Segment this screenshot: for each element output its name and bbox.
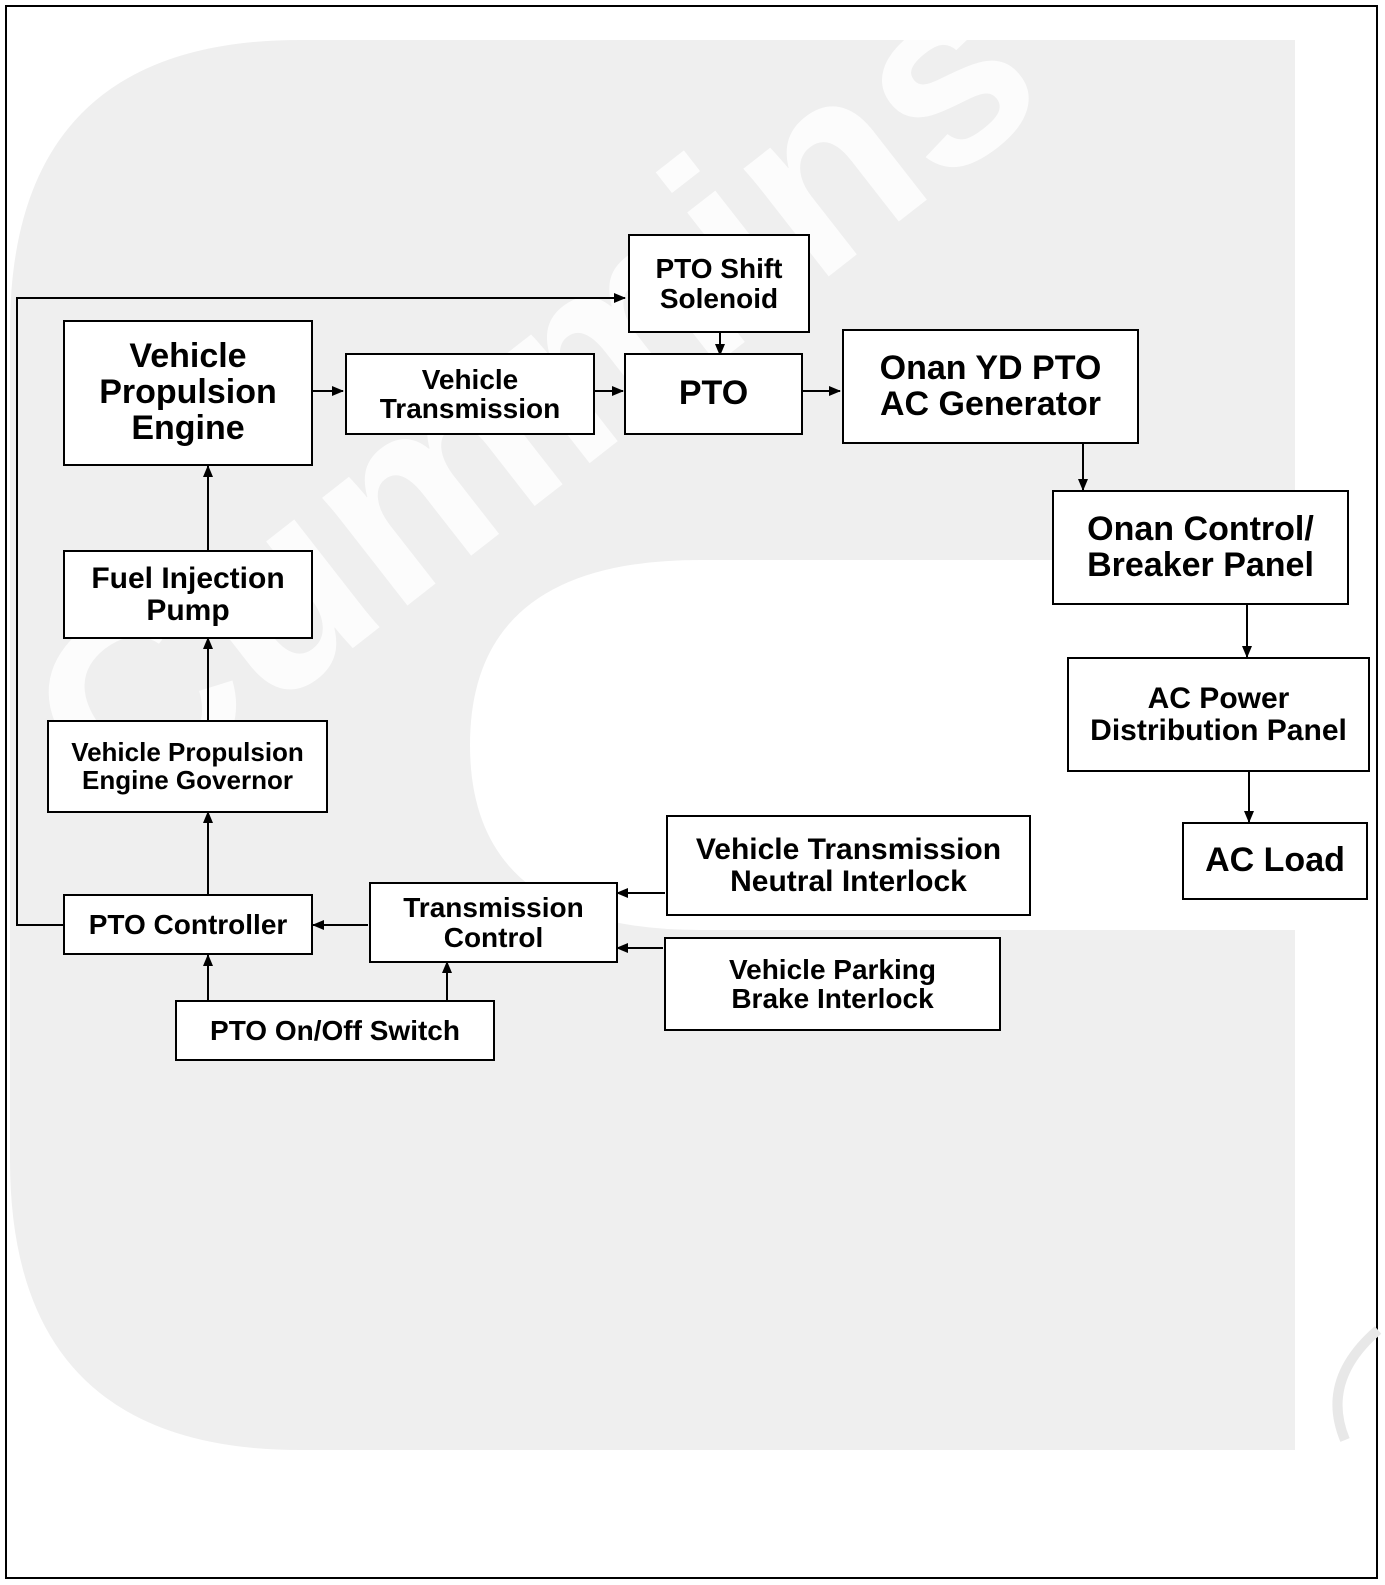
vehicle-transmission-block: Vehicle Transmission — [345, 353, 595, 435]
neutral-interlock-block: Vehicle Transmission Neutral Interlock — [666, 815, 1031, 916]
transmission-control-label: Transmission Control — [403, 892, 584, 953]
arrow-controller-to-shift-solenoid — [16, 293, 626, 926]
parking-brake-interlock-label: Vehicle Parking Brake Interlock — [729, 953, 936, 1014]
ac-load-label: AC Load — [1205, 841, 1345, 880]
pto-onoff-switch-label: PTO On/Off Switch — [210, 1014, 460, 1046]
transmission-control-block: Transmission Control — [369, 882, 618, 963]
fuel-injection-pump-block: Fuel Injection Pump — [63, 550, 313, 639]
ac-power-distribution-panel-block: AC Power Distribution Panel — [1067, 657, 1370, 772]
engine-governor-block: Vehicle Propulsion Engine Governor — [47, 720, 328, 813]
pto-controller-block: PTO Controller — [63, 894, 313, 955]
pto-shift-solenoid-block: PTO Shift Solenoid — [628, 234, 810, 333]
pto-block: PTO — [624, 353, 803, 435]
onan-generator-block: Onan YD PTO AC Generator — [842, 329, 1139, 444]
pto-shift-solenoid-label: PTO Shift Solenoid — [655, 253, 783, 314]
vehicle-transmission-label: Vehicle Transmission — [379, 363, 561, 424]
vehicle-propulsion-engine-label: Vehicle Propulsion Engine — [99, 337, 277, 447]
pto-controller-label: PTO Controller — [88, 908, 288, 940]
onan-generator-label: Onan YD PTO AC Generator — [879, 348, 1102, 423]
onan-control-breaker-panel-label: Onan Control/ Breaker Panel — [1087, 509, 1314, 584]
ac-power-distribution-panel-label: AC Power Distribution Panel — [1090, 682, 1347, 747]
vehicle-propulsion-engine-block: Vehicle Propulsion Engine — [63, 320, 313, 466]
engine-governor-label: Vehicle Propulsion Engine Governor — [71, 737, 304, 795]
onan-control-breaker-panel-block: Onan Control/ Breaker Panel — [1052, 490, 1349, 605]
watermark-edge-arc — [1332, 1326, 1382, 1442]
parking-brake-interlock-block: Vehicle Parking Brake Interlock — [664, 937, 1001, 1031]
ac-load-block: AC Load — [1182, 822, 1368, 900]
fuel-injection-pump-label: Fuel Injection Pump — [91, 562, 285, 627]
pto-label: PTO — [678, 374, 749, 413]
neutral-interlock-label: Vehicle Transmission Neutral Interlock — [695, 833, 1002, 898]
pto-onoff-switch-block: PTO On/Off Switch — [175, 1000, 495, 1061]
